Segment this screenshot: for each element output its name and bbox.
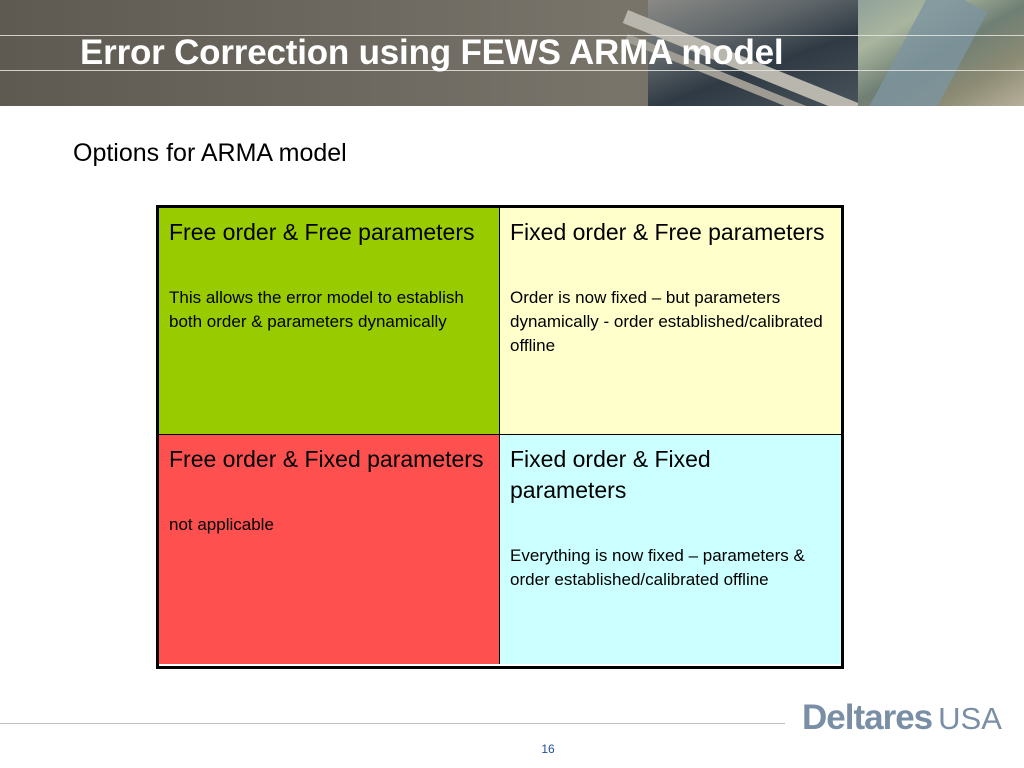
footer-divider	[0, 723, 785, 724]
option-description: not applicable	[169, 515, 274, 534]
option-free-order-fixed-parameters: Free order & Fixed parameters not applic…	[159, 435, 500, 664]
logo-brand-text: Deltares	[802, 698, 933, 737]
option-heading: Free order & Free parameters	[169, 219, 475, 245]
option-description: Everything is now fixed – parameters & o…	[510, 546, 805, 589]
header-rule-bottom	[0, 70, 1024, 71]
option-fixed-order-fixed-parameters: Fixed order & Fixed parameters Everythin…	[500, 435, 841, 664]
option-fixed-order-free-parameters: Fixed order & Free parameters Order is n…	[500, 208, 841, 435]
header-aerial-photo	[858, 0, 1024, 106]
logo-suffix-text: USA	[938, 701, 1002, 736]
slide-subtitle: Options for ARMA model	[73, 139, 347, 167]
option-free-order-free-parameters: Free order & Free parameters This allows…	[159, 208, 500, 435]
page-number: 16	[541, 742, 555, 756]
option-heading: Free order & Fixed parameters	[169, 446, 484, 472]
header-rule-top	[0, 35, 1024, 36]
header-banner: Error Correction using FEWS ARMA model	[0, 0, 1024, 106]
header-bridge-photo	[622, 0, 870, 106]
slide-title: Error Correction using FEWS ARMA model	[80, 33, 784, 72]
arma-options-table: Free order & Free parameters This allows…	[156, 205, 844, 669]
option-heading: Fixed order & Free parameters	[510, 219, 825, 245]
option-description: Order is now fixed – but parameters dyna…	[510, 288, 823, 355]
option-description: This allows the error model to establish…	[169, 288, 464, 331]
option-heading: Fixed order & Fixed parameters	[510, 446, 711, 503]
